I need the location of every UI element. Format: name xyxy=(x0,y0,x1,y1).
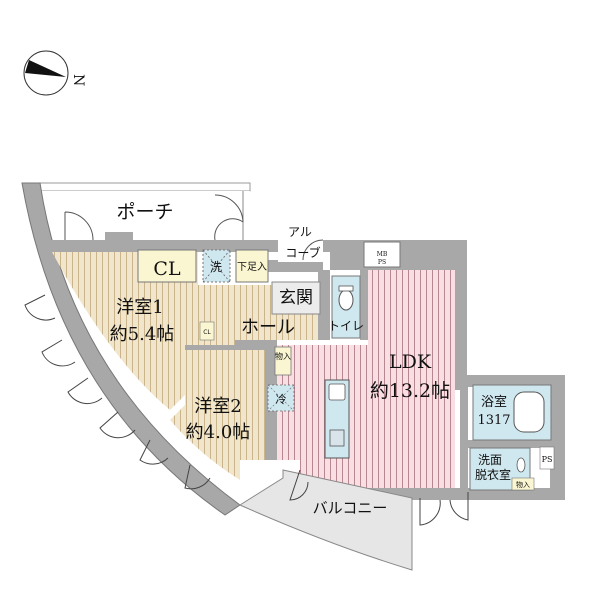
compass: N xyxy=(23,50,86,96)
north-label: N xyxy=(70,74,86,86)
ps-label-small: PS xyxy=(542,455,553,464)
closet-main xyxy=(137,249,197,283)
toilet-label: トイレ xyxy=(328,319,364,333)
closet-small xyxy=(199,321,215,341)
western-room-2-name: 洋室2 xyxy=(194,396,241,417)
storage-1-label: 物入 xyxy=(275,351,291,361)
fridge-space xyxy=(267,384,295,412)
wash-basin-icon xyxy=(516,457,526,473)
fridge-label: 冷 xyxy=(276,393,287,406)
mb-ps xyxy=(363,241,401,268)
sink-icon xyxy=(328,383,346,401)
western-room-1 xyxy=(52,252,235,410)
storage-2 xyxy=(511,477,535,491)
bathroom-name: 浴室 xyxy=(481,394,507,410)
shoe-box xyxy=(235,249,269,283)
porch: ポーチ xyxy=(29,182,251,241)
stove-icon xyxy=(329,429,345,447)
balcony-label: バルコニー xyxy=(313,499,388,517)
ldk-size: 約13.2帖 xyxy=(370,380,450,402)
bathroom-size: 1317 xyxy=(477,413,510,428)
washroom-line1: 洗面 xyxy=(478,453,502,467)
hall-label: ホール xyxy=(241,317,295,338)
alcove-line2: コーブ xyxy=(285,245,320,260)
ldk-name: LDK xyxy=(389,351,432,373)
entrance-label: 玄関 xyxy=(279,288,313,308)
window-doors xyxy=(24,294,469,526)
alcove-line1: アル xyxy=(288,225,312,239)
alcove xyxy=(278,240,323,262)
bathtub-icon xyxy=(513,391,545,433)
western-room-2-size: 約4.0帖 xyxy=(186,422,251,443)
porch-label: ポーチ xyxy=(116,201,173,223)
mb-label: MB xyxy=(377,251,388,258)
washroom-line2: 脱衣室 xyxy=(475,467,511,482)
shoe-box-label: 下足入 xyxy=(237,261,267,273)
western-room-1-name: 洋室1 xyxy=(116,297,163,318)
entrance xyxy=(271,281,321,315)
balcony xyxy=(238,469,413,571)
north-arrow-icon xyxy=(25,60,66,77)
toilet-icon xyxy=(338,289,354,311)
closet-small-label: CL xyxy=(203,329,211,336)
ps-shaft xyxy=(539,446,555,470)
laundry-label: 洗 xyxy=(210,260,222,274)
western-room-2 xyxy=(170,350,265,480)
western-room-1-size: 約5.4帖 xyxy=(110,324,175,345)
closet-main-label: CL xyxy=(153,258,181,280)
storage-1 xyxy=(274,346,292,376)
curved-outer-wall xyxy=(21,182,241,516)
ps-label: PS xyxy=(378,259,386,266)
storage-2-label: 物入 xyxy=(516,480,530,489)
ldk xyxy=(277,270,455,488)
